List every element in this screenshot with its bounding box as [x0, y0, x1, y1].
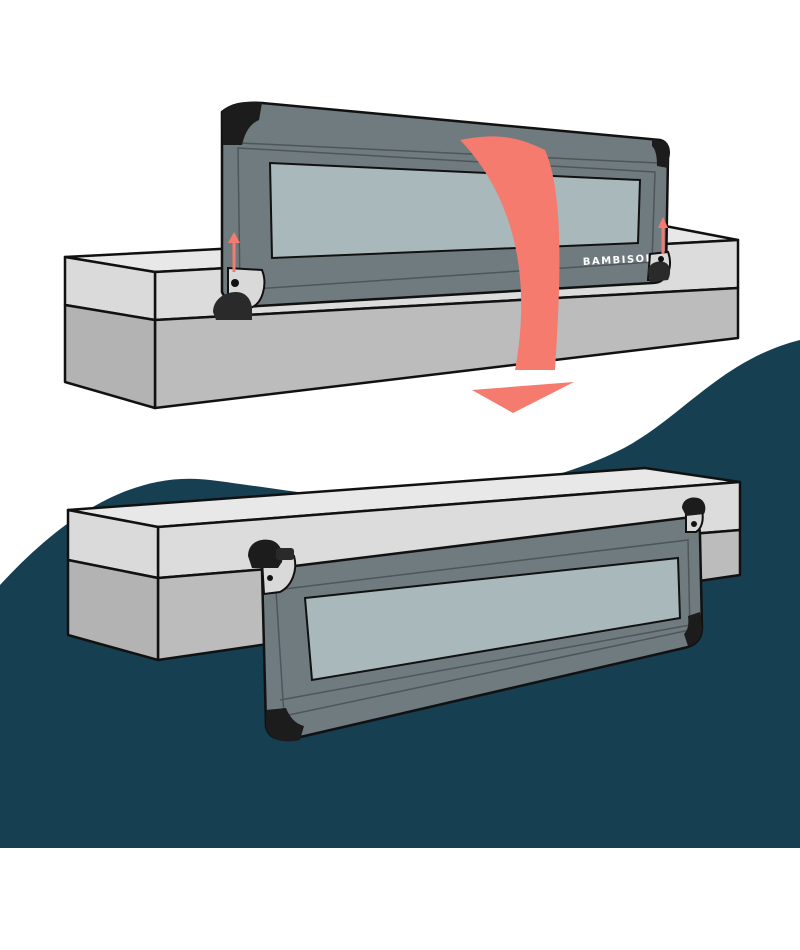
- corner-cap-top-right: [652, 139, 670, 168]
- arrow-up-icon: [228, 232, 240, 272]
- arrow-up-icon: [658, 217, 668, 254]
- bed-rail-folded: [260, 515, 704, 742]
- rail-mesh-window: [303, 556, 682, 682]
- hinge-left-top: [213, 232, 266, 320]
- brand-logo: BAMBISOL: [583, 253, 654, 268]
- corner-cap-top-left: [222, 101, 262, 145]
- hinge-right-top: [646, 217, 671, 282]
- top-scene-rail-raised: BAMBISOL: [63, 101, 740, 410]
- corner-cap-bottom-left: [266, 708, 304, 742]
- curved-arrow-down-icon: [460, 136, 574, 413]
- rail-mesh-window: [268, 161, 642, 260]
- bed-rail-raised: BAMBISOL: [220, 101, 670, 308]
- hinge-left-bottom: [248, 539, 297, 596]
- hinge-right-bottom: [682, 497, 706, 533]
- corner-cap-bottom-right: [684, 612, 702, 646]
- bottom-scene-rail-folded: [66, 466, 742, 742]
